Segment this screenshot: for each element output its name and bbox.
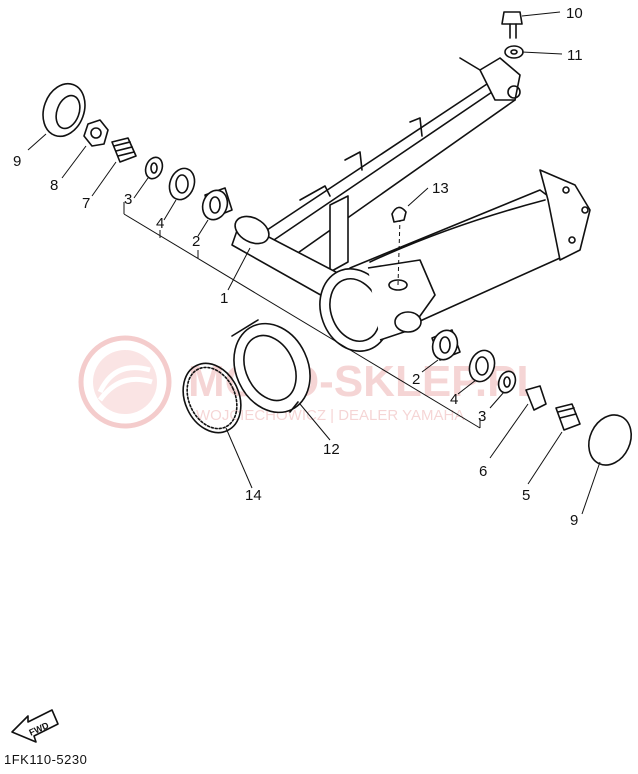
callout-9-right: 9 [570, 512, 578, 529]
callout-10: 10 [566, 5, 583, 22]
callout-7: 7 [82, 195, 90, 212]
callout-2-left: 2 [192, 233, 200, 250]
callout-13: 13 [432, 180, 449, 197]
callout-3-right: 3 [478, 408, 486, 425]
nut-left [83, 119, 109, 147]
fwd-arrow-icon: FWD [11, 709, 59, 743]
callouts: 1 2 2 3 3 4 4 5 6 7 8 9 9 10 11 12 13 14 [13, 5, 583, 529]
callout-1: 1 [220, 290, 228, 307]
bolt-top [501, 11, 523, 39]
callout-11: 11 [567, 47, 583, 64]
callout-12: 12 [323, 441, 340, 458]
washer-top [504, 45, 524, 59]
callout-4-right: 4 [450, 391, 458, 408]
cap-13 [391, 206, 407, 223]
watermark-logo-icon [78, 335, 172, 429]
swingarm [231, 57, 591, 352]
watermark-tagline: WOJCIECHOWICZ | DEALER YAMAHA [196, 407, 464, 424]
plate-right [525, 385, 547, 411]
washer-left [144, 156, 164, 180]
cap-right [588, 414, 632, 466]
callout-5: 5 [522, 487, 530, 504]
callout-9-left: 9 [13, 153, 21, 170]
callout-4-left: 4 [156, 215, 164, 232]
seal-left [42, 82, 86, 138]
callout-6: 6 [479, 463, 487, 480]
cover-ring [231, 319, 311, 414]
callout-3-left: 3 [124, 191, 132, 208]
bearing-right-1 [431, 329, 461, 361]
callout-8: 8 [50, 177, 58, 194]
pivot-bolt-right [555, 403, 581, 431]
bearing-left-2 [201, 187, 233, 221]
bearing-left-1 [168, 167, 196, 201]
diagram-code: 1FK110-5230 [4, 752, 88, 767]
bearing-right-2 [468, 349, 496, 383]
callout-2-right: 2 [412, 371, 420, 388]
leader-lines [27, 11, 601, 515]
callout-14: 14 [245, 487, 262, 504]
pivot-bolt-left [111, 137, 137, 163]
